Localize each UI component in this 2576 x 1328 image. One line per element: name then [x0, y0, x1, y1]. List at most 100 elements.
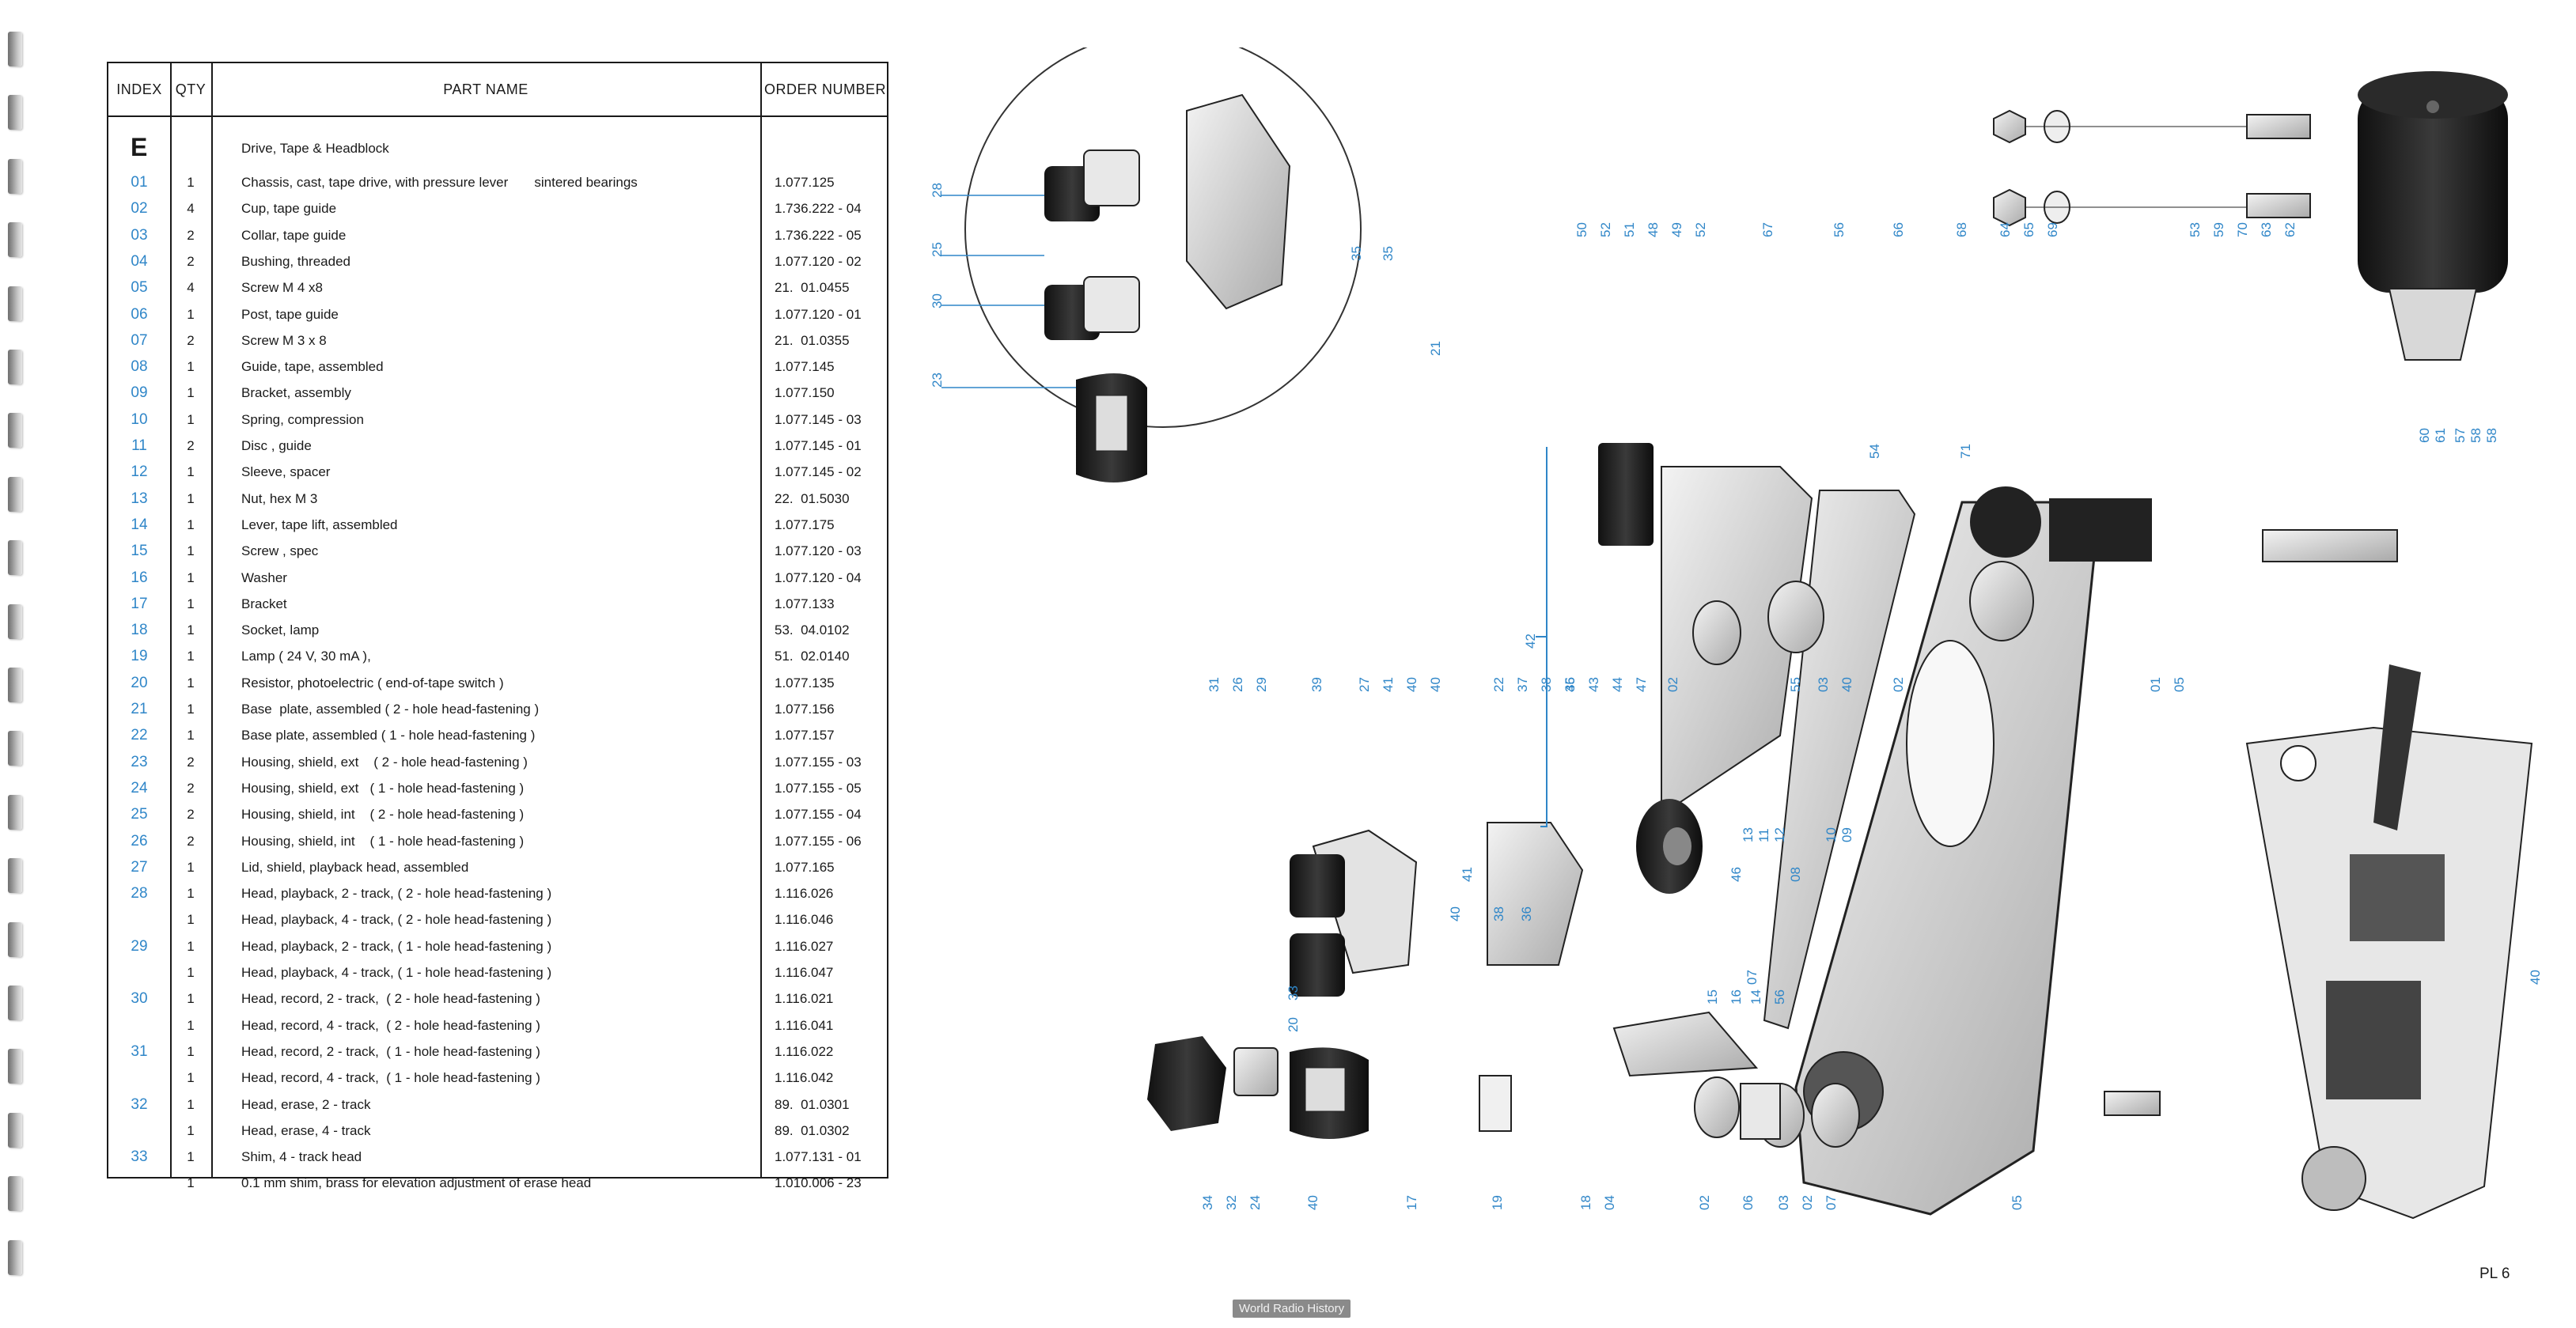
callout-label: 27	[1357, 677, 1372, 692]
callout-label: 03	[1776, 1195, 1791, 1210]
callout-label: 70	[2235, 222, 2250, 237]
row-qty: 4	[187, 280, 195, 296]
row-index: 16	[131, 569, 148, 586]
callout-label: 13	[1741, 827, 1756, 842]
row-part-name: Head, playback, 4 - track, ( 1 - hole he…	[241, 965, 552, 980]
row-part-name: Housing, shield, int ( 2 - hole head-fas…	[241, 807, 525, 823]
callout-label: 52	[1598, 222, 1613, 237]
row-order-number: 1.077.120 - 04	[775, 569, 862, 585]
row-part-name: Head, erase, 4 - track	[241, 1122, 371, 1138]
row-order-number: 1.077.155 - 05	[775, 780, 862, 796]
callout-label: 53	[2188, 222, 2203, 237]
callout-label: 49	[1669, 222, 1684, 237]
row-index: 26	[131, 832, 148, 849]
callout-label: 64	[1998, 222, 2013, 237]
callout-label: 16	[1729, 989, 1744, 1005]
row-part-name: Lid, shield, playback head, assembled	[241, 859, 469, 875]
row-order-number: 51. 02.0140	[775, 649, 850, 664]
row-part-name: Post, tape guide	[241, 306, 339, 322]
row-qty: 1	[187, 859, 195, 875]
callout-label: 61	[2433, 428, 2448, 443]
callout-label: 03	[1816, 677, 1831, 692]
top-screws	[1993, 109, 2311, 227]
callout-label: 31	[1207, 677, 1222, 692]
callout-label: 02	[1891, 677, 1906, 692]
binding-hole	[8, 1176, 22, 1212]
callout-label: 24	[1248, 1195, 1263, 1210]
tape-guides	[1692, 561, 2034, 1148]
binding-hole	[8, 1049, 22, 1084]
callout-label: 65	[2021, 222, 2036, 237]
row-qty: 1	[187, 490, 195, 506]
row-order-number: 1.077.131 - 01	[775, 1149, 862, 1165]
callout-label: 54	[1867, 444, 1882, 459]
callout-label: 56	[1772, 989, 1787, 1005]
binding-hole	[8, 921, 22, 957]
section-title: Drive, Tape & Headblock	[241, 141, 389, 156]
row-part-name: Housing, shield, int ( 1 - hole head-fas…	[241, 833, 525, 849]
row-qty: 1	[187, 411, 195, 427]
callout-label: 68	[1954, 222, 1969, 237]
row-index: 22	[131, 727, 148, 744]
row-qty: 1	[187, 728, 195, 743]
binding-hole	[8, 794, 22, 830]
row-qty: 1	[187, 1017, 195, 1033]
binding-hole	[8, 95, 22, 131]
row-part-name: Resistor, photoelectric ( end-of-tape sw…	[241, 675, 504, 690]
row-part-name: Head, record, 2 - track, ( 2 - hole head…	[241, 991, 540, 1007]
section-letter: E	[131, 133, 148, 161]
row-order-number: 22. 01.5030	[775, 490, 850, 506]
row-index: 13	[131, 490, 148, 507]
row-part-name: Head, playback, 2 - track, ( 1 - hole he…	[241, 938, 552, 954]
callout-label: 40	[1305, 1195, 1320, 1210]
column-divider	[170, 63, 172, 1177]
row-index: 03	[131, 226, 148, 244]
row-index: 05	[131, 279, 148, 297]
row-part-name: Housing, shield, ext ( 1 - hole head-fas…	[241, 780, 525, 796]
row-qty: 4	[187, 201, 195, 217]
plate-number: PL 6	[2479, 1266, 2510, 1282]
callout-label: 46	[1729, 867, 1744, 882]
erase-head	[1147, 1036, 2161, 1139]
row-order-number: 1.736.222 - 04	[775, 201, 862, 217]
callout-label: 12	[1772, 827, 1787, 842]
row-qty: 2	[187, 332, 195, 348]
callout-label: 28	[930, 183, 945, 198]
row-part-name: Head, record, 4 - track, ( 1 - hole head…	[241, 1070, 540, 1086]
callout-label: 36	[1563, 677, 1578, 692]
row-order-number: 1.077.135	[775, 675, 835, 690]
row-part-name: Sleeve, spacer	[241, 464, 331, 480]
callout-label: 02	[1800, 1195, 1815, 1210]
callout-label: 38	[1491, 906, 1506, 921]
row-qty: 1	[187, 675, 195, 690]
row-part-name: Socket, lamp	[241, 622, 320, 638]
callout-label: 41	[1460, 867, 1475, 882]
row-order-number: 1.077.150	[775, 385, 835, 401]
callout-label: 45	[1563, 677, 1578, 692]
callout-label: 58	[2484, 428, 2499, 443]
callout-label: 51	[1622, 222, 1637, 237]
row-qty: 1	[187, 965, 195, 980]
row-qty: 1	[187, 1096, 195, 1112]
callout-label: 52	[1693, 222, 1708, 237]
row-qty: 1	[187, 649, 195, 664]
row-part-name: Base plate, assembled ( 2 - hole head-fa…	[241, 702, 540, 717]
row-qty: 1	[187, 702, 195, 717]
parts-table: INDEX QTY PART NAME ORDER NUMBER E Drive…	[107, 62, 888, 1190]
callout-label: 62	[2282, 222, 2298, 237]
row-index: 28	[131, 885, 148, 902]
callout-label: 15	[1705, 989, 1720, 1005]
row-order-number: 1.116.046	[775, 912, 834, 928]
binding-hole	[8, 986, 22, 1020]
callout-label: 11	[1756, 828, 1771, 842]
